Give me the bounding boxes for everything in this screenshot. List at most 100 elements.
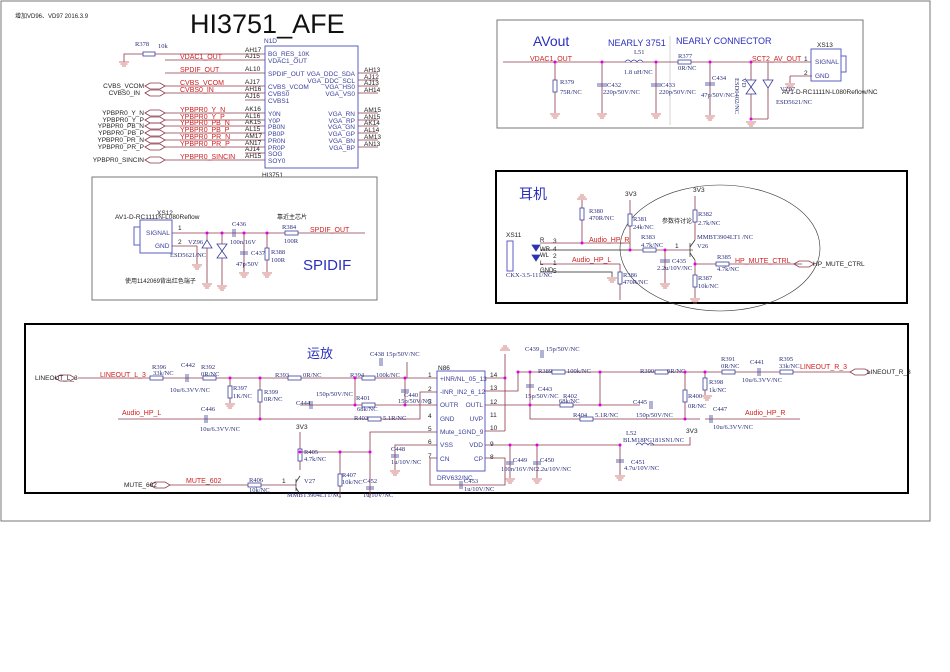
c446-capacitor[interactable]	[204, 415, 208, 423]
r388-ref: R388	[271, 249, 285, 256]
c445-capacitor[interactable]	[649, 401, 653, 409]
lineout-l-port[interactable]: LINEOUT_L_3	[35, 375, 78, 382]
c448-value: 1u/10V/NC	[391, 459, 421, 466]
r380-value: 470R/NC	[589, 215, 614, 222]
c443-ref: C443	[538, 386, 552, 393]
c439-capacitor[interactable]	[540, 350, 544, 358]
port-label[interactable]: YPBPR0_PR_P	[98, 144, 144, 151]
r386-resistor[interactable]	[617, 271, 623, 285]
r382-resistor[interactable]	[692, 209, 698, 223]
c435-capacitor[interactable]	[660, 259, 670, 263]
c441-capacitor[interactable]	[757, 368, 761, 376]
r401-resistor[interactable]	[361, 402, 376, 408]
r397-resistor[interactable]	[227, 385, 233, 399]
c440-capacitor[interactable]	[401, 389, 409, 393]
r406-resistor[interactable]	[247, 482, 262, 488]
r391-resistor[interactable]	[721, 369, 736, 375]
r388-resistor[interactable]	[264, 247, 270, 261]
vd-esd-diode[interactable]	[745, 79, 757, 95]
port-label[interactable]: YPBPR0_Y_P	[102, 117, 144, 124]
r399-resistor[interactable]	[257, 389, 263, 403]
r404-resistor[interactable]	[579, 416, 594, 422]
c451-value: 4.7u/10V/NC	[624, 465, 659, 472]
r391-value: 0R/NC	[721, 363, 739, 370]
port-label[interactable]: CVBS_VCOM	[103, 83, 144, 90]
ball-number: AH13	[364, 67, 381, 74]
3v3-label: 3V3	[686, 428, 698, 435]
r390-resistor[interactable]	[654, 369, 669, 375]
r396-value: 33k/NC	[153, 370, 174, 377]
drv632-chip[interactable]	[436, 370, 486, 472]
v26-part: MMBT3904LT1 /NC	[697, 234, 753, 241]
port-label[interactable]: YPBPR0_PR_N	[97, 137, 144, 144]
r405-resistor[interactable]	[297, 448, 303, 462]
r398-resistor[interactable]	[702, 377, 708, 391]
r377-resistor[interactable]	[677, 59, 692, 65]
c438-capacitor[interactable]	[379, 358, 383, 366]
r390-value: 0R/NC	[667, 368, 685, 375]
v26-transistor[interactable]	[689, 239, 696, 261]
c442-capacitor[interactable]	[185, 374, 189, 382]
r396-resistor[interactable]	[149, 375, 164, 381]
xs12-connector[interactable]	[139, 219, 173, 254]
r383-resistor[interactable]	[642, 247, 657, 253]
r407-resistor[interactable]	[337, 473, 343, 487]
c438-ref: C438	[370, 351, 384, 358]
r393-resistor[interactable]	[287, 375, 302, 381]
r402-resistor[interactable]	[559, 402, 574, 408]
r380-resistor[interactable]	[579, 207, 585, 221]
port-symbols	[144, 82, 166, 164]
r385-resistor[interactable]	[715, 261, 730, 267]
r381-resistor[interactable]	[627, 213, 633, 227]
pin-number: 3	[428, 399, 432, 406]
vz96-esd-diode[interactable]	[201, 239, 213, 249]
c432-capacitor[interactable]	[597, 83, 607, 87]
esd-diode-pair[interactable]	[216, 243, 228, 259]
port-label[interactable]: CVBS0_IN	[109, 90, 141, 97]
vz97-esd-diode[interactable]	[762, 79, 774, 89]
port-label[interactable]: YPBPR0_PB_P	[98, 130, 144, 137]
c449-capacitor[interactable]	[506, 461, 514, 465]
port-label[interactable]: YPBPR0_Y_N	[102, 110, 144, 117]
r378-resistor[interactable]	[142, 51, 156, 57]
r384-resistor[interactable]	[284, 230, 299, 236]
c433-capacitor[interactable]	[651, 83, 661, 87]
net-audio-hp-l: Audio_HP_L	[572, 257, 611, 264]
c448-capacitor[interactable]	[391, 454, 399, 458]
port-label[interactable]: YPBPR0_SINCIN	[93, 157, 145, 164]
hi3751-chip[interactable]	[264, 45, 359, 169]
r403-resistor[interactable]	[367, 416, 382, 422]
v27-transistor[interactable]	[295, 475, 301, 495]
c453-capacitor[interactable]	[459, 481, 463, 489]
c447-capacitor[interactable]	[709, 415, 713, 423]
c437-capacitor[interactable]	[240, 251, 248, 255]
r392-resistor[interactable]	[202, 375, 217, 381]
c444-capacitor[interactable]	[309, 401, 313, 409]
r389-ref: R389	[538, 368, 552, 375]
c436-capacitor[interactable]	[232, 229, 236, 237]
3v3-label: 3V3	[625, 191, 637, 198]
c450-capacitor[interactable]	[533, 461, 541, 465]
c434-capacitor[interactable]	[705, 82, 715, 86]
port-label[interactable]: YPBPR0_PB_N	[98, 123, 145, 130]
mute-602-port[interactable]: MUTE_602	[124, 482, 157, 489]
c440-value: 15p/50V/NC	[398, 398, 432, 405]
r387-resistor[interactable]	[692, 274, 698, 288]
c452-capacitor[interactable]	[366, 486, 374, 490]
r400-resistor[interactable]	[682, 389, 688, 403]
hp-mute-ctrl-port[interactable]: HP_MUTE_CTRL	[813, 261, 865, 268]
r389-resistor[interactable]	[551, 369, 566, 375]
r380-ref: R380	[589, 208, 603, 215]
chip-name: HI3751	[262, 172, 283, 179]
l51-inductor[interactable]	[624, 59, 644, 63]
lineout-r-port[interactable]: LINEOUT_R_3	[867, 369, 911, 376]
r379-resistor[interactable]	[552, 79, 558, 93]
r395-resistor[interactable]	[779, 369, 794, 375]
r394-resistor[interactable]	[361, 375, 376, 381]
l52-inductor[interactable]	[635, 442, 655, 446]
c451-capacitor[interactable]	[616, 459, 624, 463]
c443-capacitor[interactable]	[526, 384, 534, 388]
vz97-value: ESD5621/NC	[776, 99, 812, 106]
xs11-jack[interactable]	[506, 240, 514, 272]
